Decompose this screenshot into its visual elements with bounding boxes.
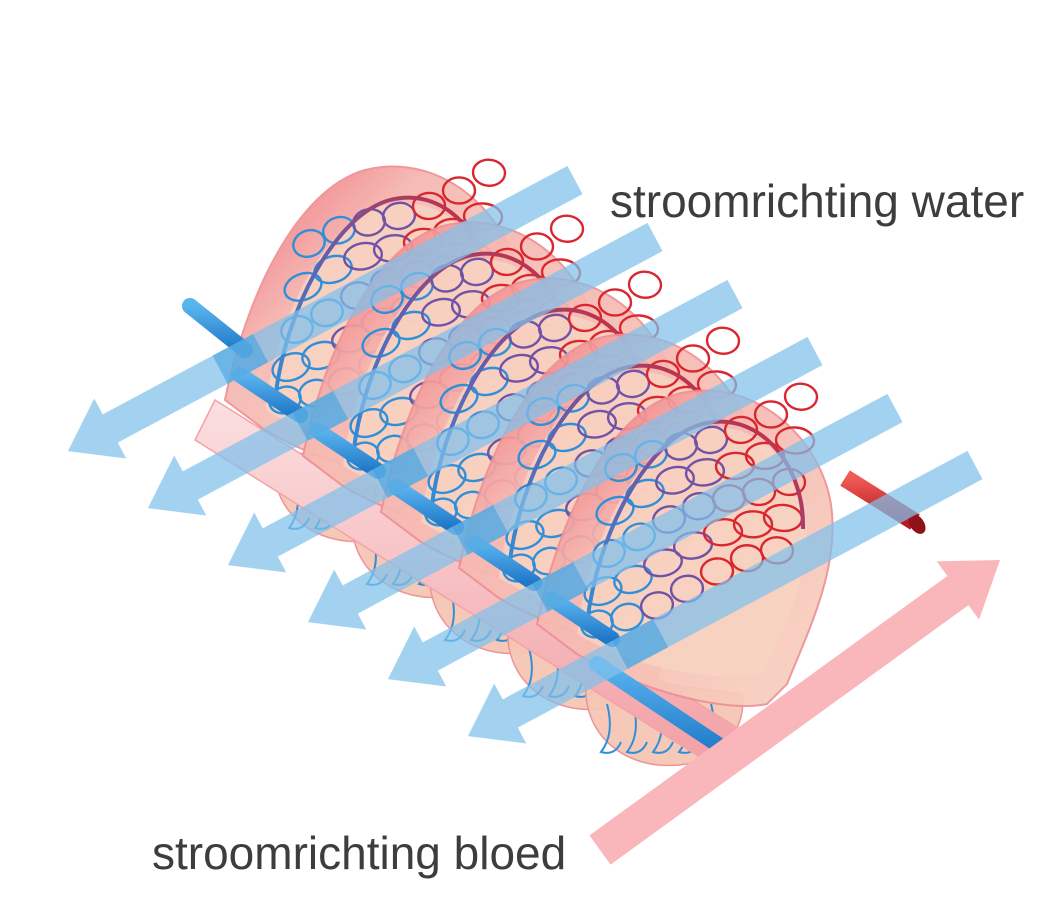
afferent-vessel-start [182,298,253,358]
capillary-loop [421,297,461,327]
blood-flow-arrow-group [589,560,1000,865]
water-arrow-body [387,393,903,687]
water-arrow-band [212,333,269,384]
water-arrow [467,450,983,744]
capillary-loop [411,191,447,221]
water-arrow-band [452,504,509,555]
capillary-loop [783,382,819,411]
capillary-loop [702,518,744,547]
capillary-loop [645,359,681,389]
capillary-loop [627,270,663,299]
capillary-loop [441,176,477,205]
water-arrow [67,165,583,459]
capillary-loop [684,457,726,487]
water-arrow-band [612,618,669,669]
afferent-vessel-segment [310,423,386,479]
capillary-loop [567,303,603,333]
afferent-vessel-end [589,656,740,762]
afferent-vessel-segment [544,591,620,647]
capillary-loop [705,326,741,355]
efferent-vessel-opening [908,514,926,534]
water-arrow-body [227,279,743,573]
capillary-loop [732,510,774,539]
capillary-loop [675,344,711,373]
lower-capillary-loop [599,703,622,754]
water-arrow-band [372,447,429,498]
water-arrow-band [292,390,349,441]
water-arrow [387,393,903,687]
water-arrow-band [532,561,589,612]
capillary-loop [655,465,695,495]
water-flow-arrows [67,165,983,744]
capillary-loop [597,288,633,317]
afferent-vessel-segment [232,367,308,423]
water-arrow-body [147,222,663,516]
capillary-loop [519,232,555,261]
lower-capillary-loop [625,703,648,754]
capillary-loop [489,247,525,277]
water-arrow [227,279,743,573]
water-arrow-body [467,450,983,744]
capillary-loop [723,415,759,445]
capillary-loop [549,214,585,243]
capillary-loop [471,158,507,187]
water-arrow [307,336,823,630]
capillary-loop [349,408,389,439]
water-arrow-body [307,336,823,630]
capillary-loop [499,353,539,383]
water-flow-label: stroomrichting water [610,175,1025,227]
afferent-vessel-segment [466,535,542,591]
capillary-loop [753,400,789,429]
blood-flow-label: stroomrichting bloed [152,827,567,879]
capillary-loop [343,241,383,271]
water-arrow-body [67,165,583,459]
capillary-loop [577,409,617,439]
afferent-vessel-segment [388,479,464,535]
capillary-loop [271,352,311,383]
blood-flow-arrow [589,560,1000,865]
water-arrow [147,222,663,516]
